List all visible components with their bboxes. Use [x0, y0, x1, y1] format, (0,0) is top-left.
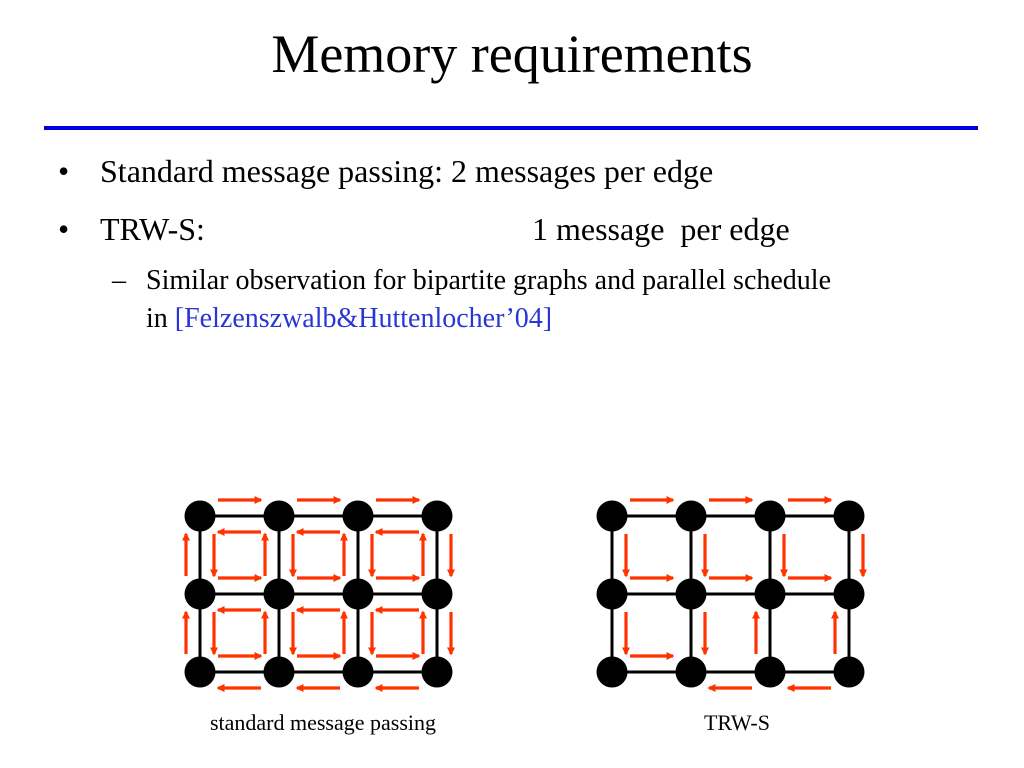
- bullet-label: Standard message passing:: [100, 153, 444, 189]
- graph-node: [596, 500, 628, 532]
- graph-node: [421, 578, 453, 610]
- bullet-text: Standard message passing: 2 messages per…: [100, 152, 713, 190]
- citation-link: [Felzenszwalb&Huttenlocher’04]: [174, 303, 553, 334]
- graph-node: [184, 578, 216, 610]
- graph-node: [596, 656, 628, 688]
- bullet-value: 1 message per edge: [532, 211, 790, 247]
- graph-node: [263, 656, 295, 688]
- graph-node: [675, 656, 707, 688]
- graph-node: [342, 656, 374, 688]
- caption-standard: standard message passing: [209, 710, 437, 735]
- standard-message-passing-diagram: [182, 496, 455, 692]
- graph-node: [596, 578, 628, 610]
- sub-bullet-prefix: in: [146, 303, 175, 334]
- graph-node: [342, 578, 374, 610]
- graph-node: [675, 500, 707, 532]
- graph-node: [833, 500, 865, 532]
- graph-node: [754, 500, 786, 532]
- graph-node: [833, 578, 865, 610]
- slide-title: Memory requirements: [271, 24, 753, 84]
- bullet-value: 2 messages per edge: [451, 153, 714, 189]
- graph-node: [184, 500, 216, 532]
- graph-node: [263, 578, 295, 610]
- graph-node: [342, 500, 374, 532]
- title-underline: [44, 126, 978, 130]
- bullet-mark: •: [58, 153, 70, 189]
- bullet-label: TRW-S:: [100, 211, 205, 247]
- graph-node: [421, 500, 453, 532]
- graph-node: [675, 578, 707, 610]
- trws-diagram: [596, 496, 867, 692]
- sub-bullet-line1: Similar observation for bipartite graphs…: [146, 265, 832, 296]
- bullet-mark: •: [58, 211, 70, 247]
- graph-node: [184, 656, 216, 688]
- graph-node: [754, 656, 786, 688]
- caption-trws: TRW-S: [703, 710, 770, 735]
- graph-node: [833, 656, 865, 688]
- graph-node: [263, 500, 295, 532]
- graph-node: [421, 656, 453, 688]
- sub-bullet-line2: in [Felzenszwalb&Huttenlocher’04]: [146, 302, 552, 336]
- graph-node: [754, 578, 786, 610]
- sub-bullet-mark: –: [112, 265, 126, 296]
